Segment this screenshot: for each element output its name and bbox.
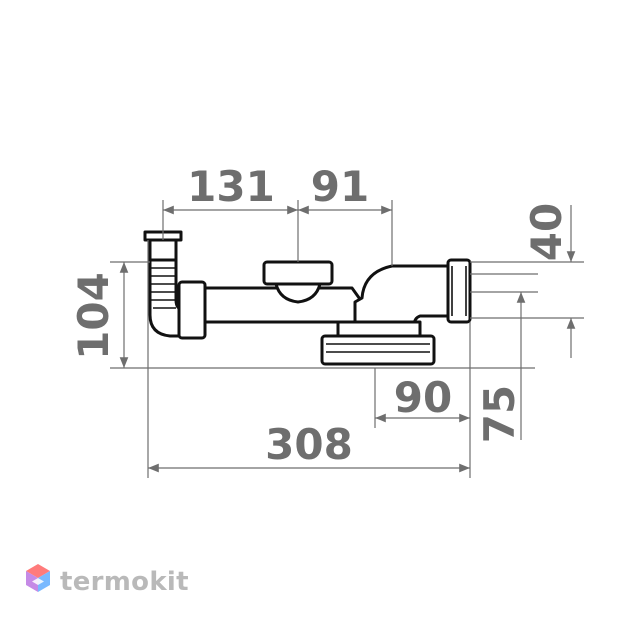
dimension-91: 91 (311, 162, 369, 211)
dimension-75: 75 (475, 385, 524, 443)
brand-name: termokit (60, 567, 189, 597)
dimension-308: 308 (265, 420, 353, 469)
dimension-104: 104 (69, 272, 118, 360)
top-inlet (262, 260, 334, 304)
dimension-131: 131 (187, 162, 275, 211)
bottom-body (320, 320, 436, 366)
outlet-nut (446, 258, 472, 324)
siphon-part (143, 230, 472, 366)
left-connector (177, 280, 207, 340)
dimension-40: 40 (522, 203, 571, 261)
brand-logo-icon (26, 564, 50, 592)
brand-watermark: termokit (24, 562, 189, 602)
dimension-90: 90 (394, 373, 452, 422)
dimension-lines (110, 200, 584, 478)
